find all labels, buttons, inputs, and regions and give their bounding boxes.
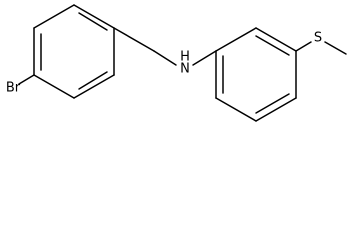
ring1-double-bond-b (78, 71, 108, 90)
molecule-structure-diagram: Br N H S (6, 4, 347, 122)
methylene-bond-1 (113, 27, 155, 52)
ring2-bond-4 (255, 97, 297, 122)
amine-ring-bond (192, 50, 217, 66)
ring1-double-bond-a (78, 12, 108, 31)
nitrogen-label: N (180, 62, 190, 77)
ring2-bond-5 (215, 97, 257, 122)
ring2-double-bond-a (255, 35, 290, 56)
ring1-bond-3 (73, 74, 115, 99)
methylthiophenyl-ring (215, 27, 297, 122)
ring2-bond-1 (215, 27, 257, 52)
nitrogen-hydrogen-label: H (180, 50, 190, 65)
ring1-bond-4 (33, 74, 75, 99)
sulfur-label: S (314, 31, 322, 46)
sulfur-bond (295, 41, 312, 52)
ring2-bond-2 (255, 27, 297, 52)
bromine-bond (18, 74, 35, 85)
methylene-bond-2 (153, 50, 177, 66)
bromophenyl-ring (33, 4, 115, 99)
methyl-bond (324, 41, 347, 55)
ring1-bond-1 (73, 4, 115, 29)
ring2-double-bond-b (255, 93, 290, 114)
bromine-label: Br (6, 81, 21, 96)
ring1-bond-6 (33, 4, 75, 29)
